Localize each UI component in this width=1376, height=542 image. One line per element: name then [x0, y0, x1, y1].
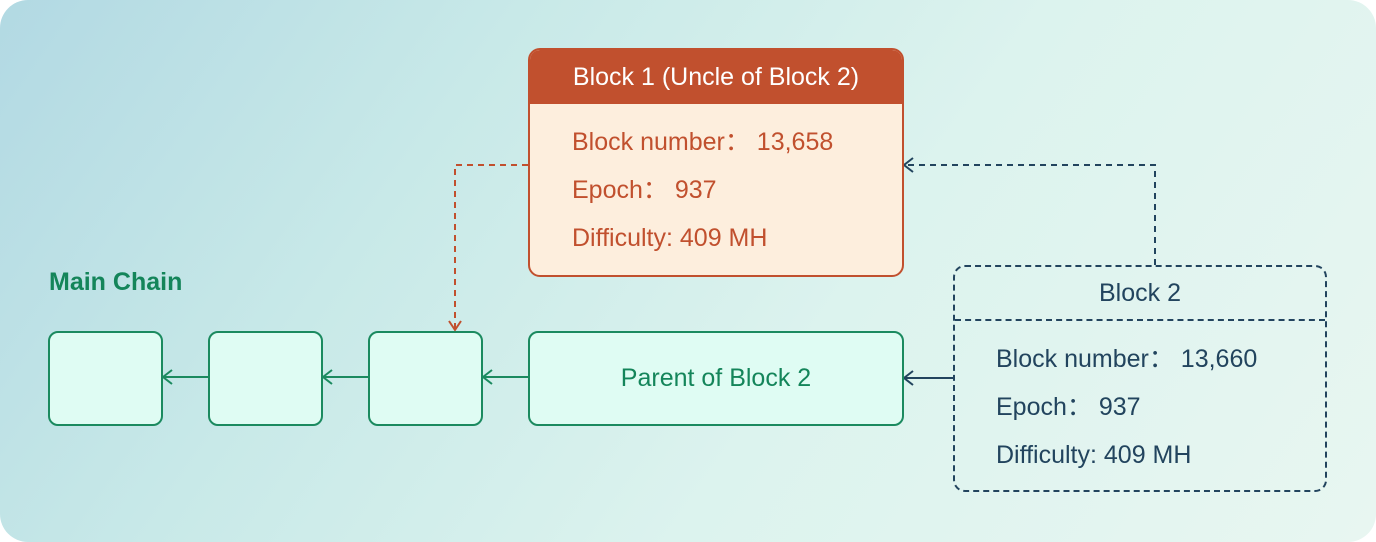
uncle-block-number: Block number： 13,658 — [572, 128, 834, 156]
chain-link-3-parent-arrowhead — [481, 369, 493, 385]
block-2-difficulty: Difficulty: 409 MH — [996, 441, 1192, 469]
block-2-epoch: Epoch： 937 — [996, 393, 1141, 421]
chain-block-1 — [48, 331, 163, 426]
uncle-block-details: Block number： 13,658 Epoch： 937 Difficul… — [530, 104, 902, 262]
chain-link-2-3-arrowhead — [321, 369, 333, 385]
chain-link-1-2-arrowhead — [161, 369, 173, 385]
block2-to-uncle-link — [904, 164, 1156, 265]
block-2-number: Block number： 13,660 — [996, 345, 1258, 373]
block-2: Block 2 Block number： 13,660 Epoch： 937 … — [953, 265, 1327, 492]
parent-block: Parent of Block 2 — [528, 331, 904, 426]
parent-block-label: Parent of Block 2 — [620, 364, 812, 392]
uncle-block: Block 1 (Uncle of Block 2) Block number：… — [528, 48, 904, 277]
main-chain-label: Main Chain — [49, 268, 183, 296]
uncle-block-difficulty: Difficulty: 409 MH — [572, 224, 768, 252]
uncle-to-block-link — [454, 164, 528, 330]
block2-parent-arrowhead — [902, 370, 914, 386]
block2-uncle-arrowhead — [902, 157, 914, 173]
chain-block-2 — [208, 331, 323, 426]
block-2-title: Block 2 — [955, 267, 1325, 321]
block-2-details: Block number： 13,660 Epoch： 937 Difficul… — [955, 321, 1325, 479]
uncle-block-title: Block 1 (Uncle of Block 2) — [530, 50, 902, 104]
uncle-link-arrowhead — [448, 320, 462, 332]
uncle-block-epoch: Epoch： 937 — [572, 176, 717, 204]
chain-block-3 — [368, 331, 483, 426]
